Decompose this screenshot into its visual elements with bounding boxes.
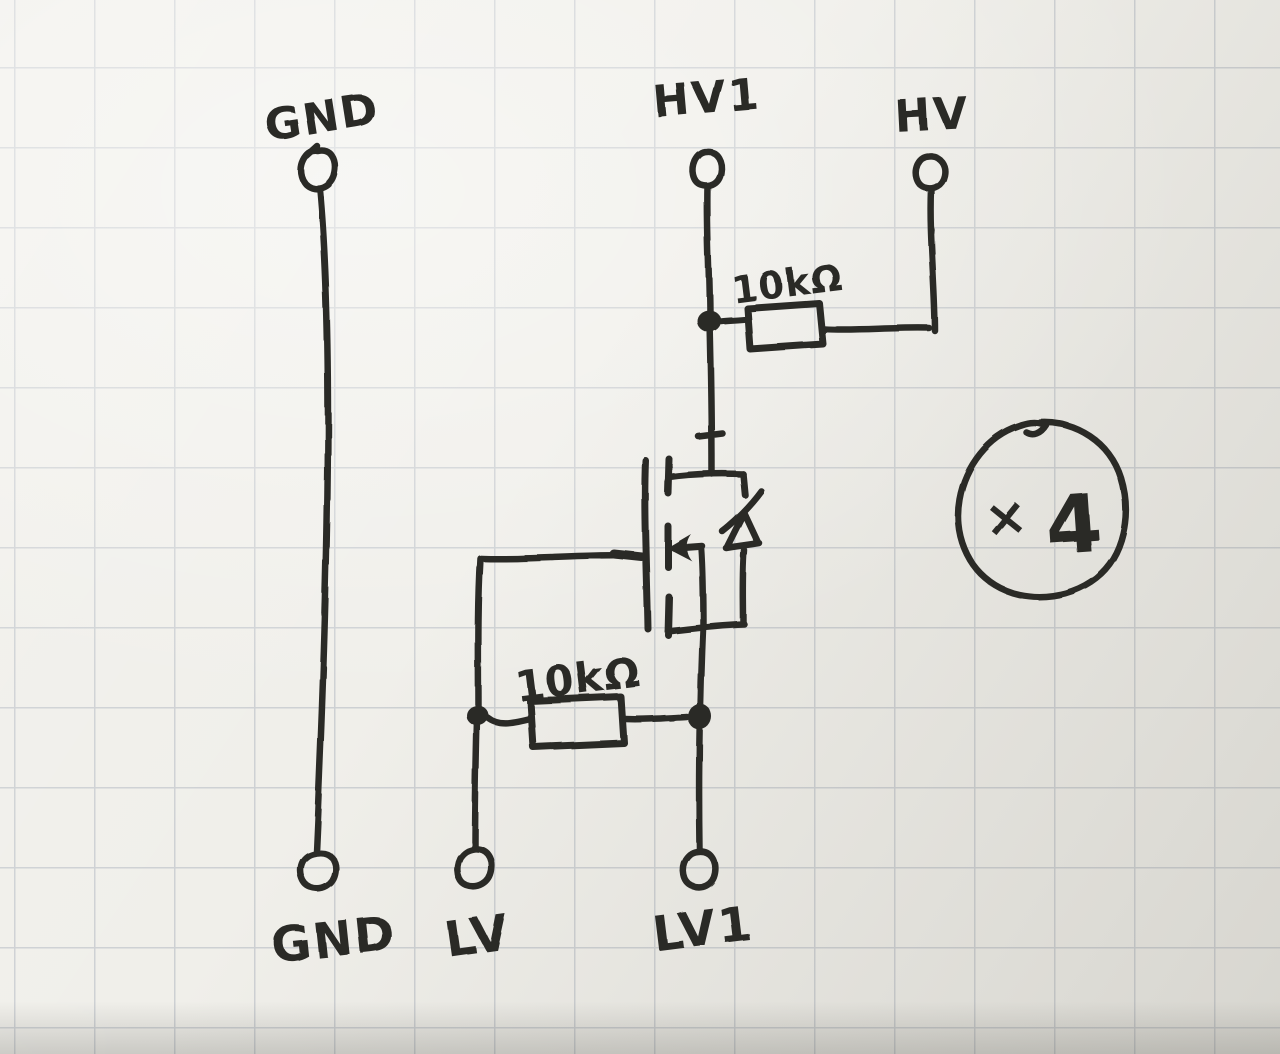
junction-dot-lv1 — [688, 704, 712, 730]
gate-wire-vertical — [474, 554, 484, 716]
junction-dot-hv1 — [697, 310, 721, 332]
pullup-resistor-top — [717, 299, 933, 353]
multiplier-circle — [954, 418, 1129, 600]
body-diode-branch-upper — [739, 470, 749, 499]
gate-resistor-bottom — [483, 693, 691, 751]
mosfet-symbol — [641, 455, 765, 639]
resistor-bottom-left-lead — [483, 713, 532, 727]
mosfet-drain-bar — [665, 470, 747, 481]
gnd-bottom-label: GND — [269, 906, 400, 975]
lv1-wire — [696, 626, 707, 855]
gnd-top-label: GND — [261, 83, 383, 151]
terminal-circle-gnd-top — [297, 142, 339, 192]
hv1-label: HV1 — [651, 68, 763, 128]
mosfet-body-drop — [697, 543, 707, 633]
body-diode-branch-lower — [739, 546, 748, 627]
hv-label: HV — [893, 88, 970, 143]
terminal-circle-lv — [454, 845, 496, 891]
lv1-label: LV1 — [650, 895, 757, 963]
lv-label: LV — [441, 904, 513, 969]
resistor-bottom-body — [526, 693, 628, 751]
terminal-circle-hv — [912, 152, 948, 192]
body-diode — [718, 470, 765, 627]
multiplier-count: 4 — [1042, 476, 1106, 573]
multiplier-sign: × — [981, 486, 1033, 550]
terminal-circle-gnd-bottom — [297, 849, 340, 893]
terminal-circle-lv1 — [680, 848, 719, 891]
hv-wire — [927, 185, 939, 335]
terminal-circle-hv1 — [689, 148, 725, 190]
body-diode-triangle — [722, 509, 763, 552]
resistor-bottom-right-lead — [621, 713, 691, 723]
hv1-wire-to-drain — [695, 318, 727, 478]
resistor-top-body — [743, 299, 827, 353]
resistor-top-right-lead — [820, 324, 933, 333]
junction-dot-lv — [466, 705, 488, 725]
mosfet-gate-plate — [641, 457, 652, 633]
gnd-wire — [312, 186, 332, 856]
mosfet-body-arrowhead — [667, 534, 692, 561]
resistor-top-left-lead — [717, 315, 750, 325]
hv1-wire-upper — [704, 183, 714, 322]
gate-wire-end-overlap — [609, 549, 647, 562]
lv-wire — [471, 714, 481, 852]
resistor-top-value: 10kΩ — [729, 255, 845, 311]
